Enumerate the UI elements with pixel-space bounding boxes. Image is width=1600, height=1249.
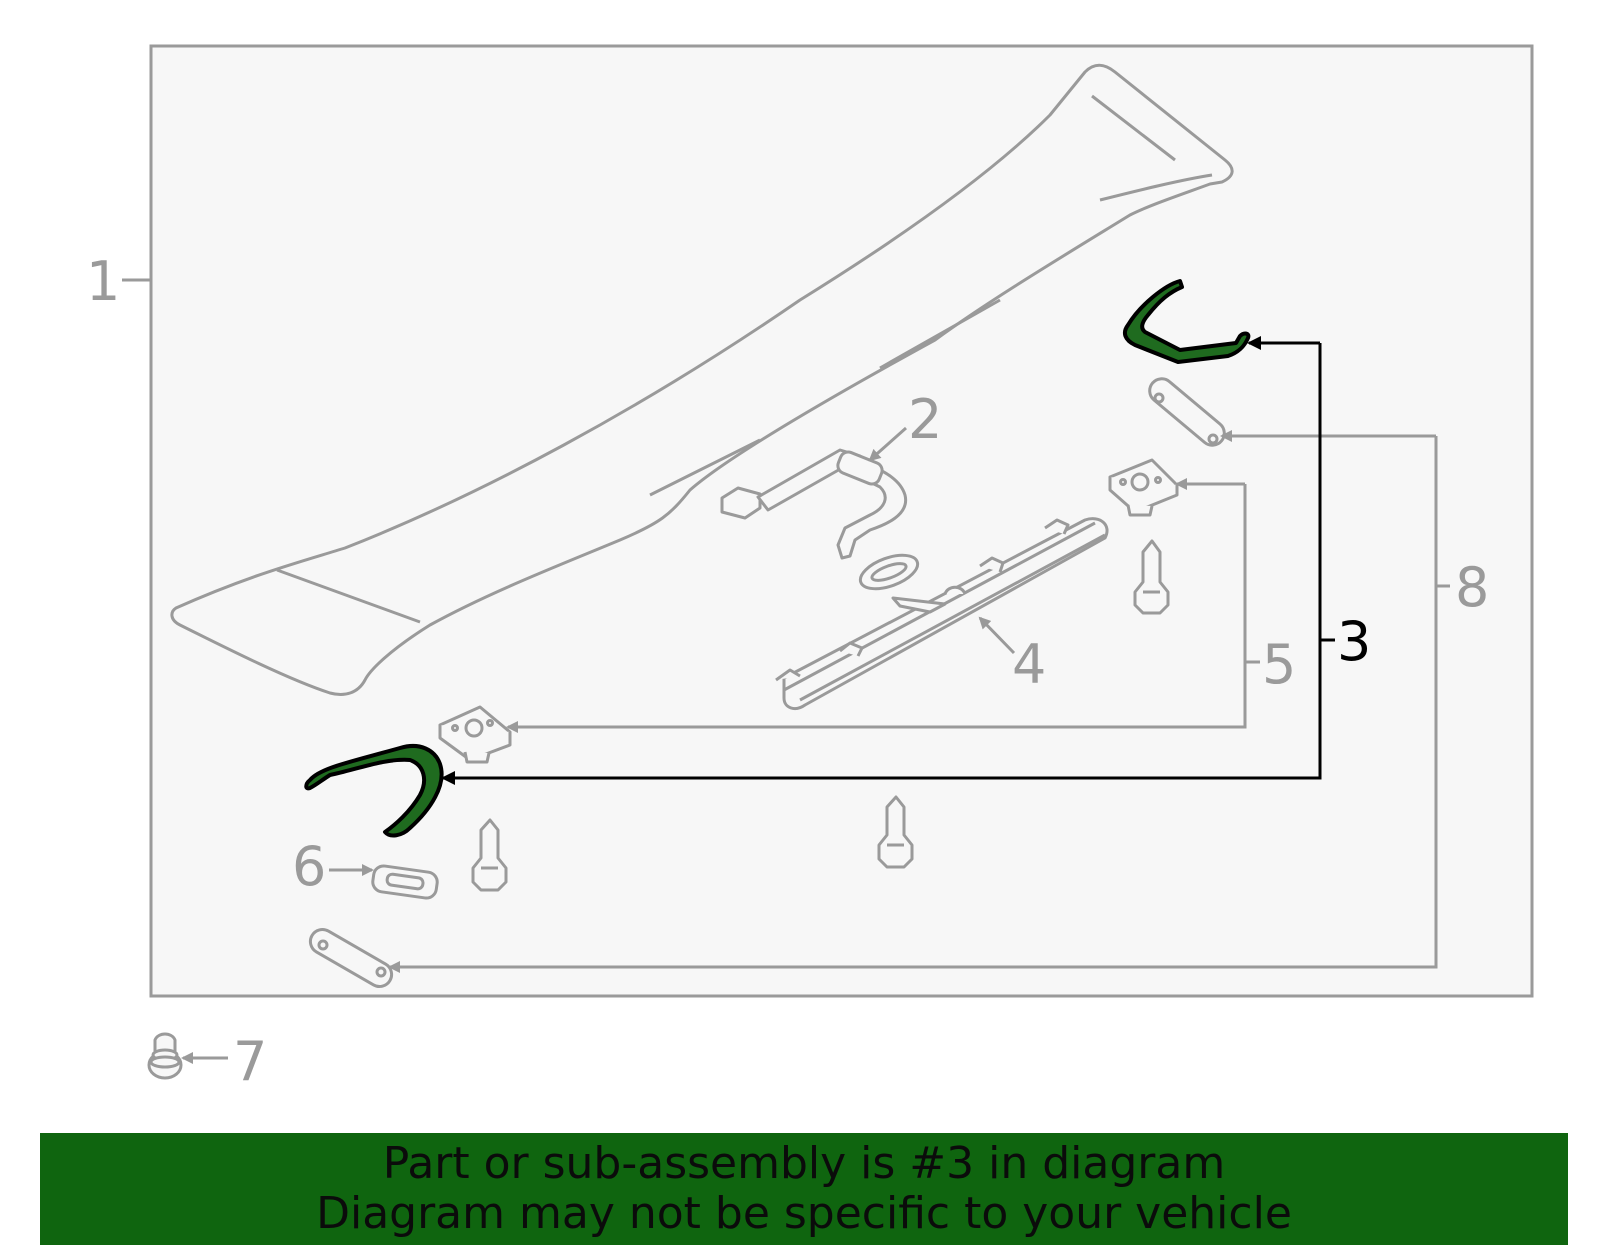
callout-4: 4 — [1012, 633, 1046, 696]
banner-line-2: Diagram may not be specific to your vehi… — [316, 1188, 1292, 1239]
callout-8: 8 — [1455, 556, 1489, 619]
leader-lines — [122, 278, 1450, 1064]
info-banner: Part or sub-assembly is #3 in diagram Di… — [40, 1133, 1568, 1245]
diagram-frame — [149, 44, 1534, 998]
callout-1: 1 — [86, 250, 120, 313]
stop-lamp-icon — [775, 517, 1109, 710]
wire-harness-icon — [720, 448, 908, 560]
callout-5: 5 — [1262, 633, 1296, 696]
callout-2: 2 — [908, 388, 942, 451]
grommet-icon — [371, 864, 439, 900]
spoiler-icon — [170, 63, 1234, 696]
seal-icon — [858, 553, 920, 591]
callout-3: 3 — [1337, 610, 1371, 673]
gasket-icon — [308, 377, 1226, 988]
screw-icon — [471, 539, 1170, 892]
callout-7: 7 — [233, 1030, 267, 1093]
bolt-icon — [147, 1032, 183, 1080]
seal-strip-lower-icon — [304, 744, 444, 838]
callout-6: 6 — [292, 835, 326, 898]
banner-line-1: Part or sub-assembly is #3 in diagram — [382, 1138, 1226, 1189]
leader-lines-part3 — [441, 336, 1335, 785]
